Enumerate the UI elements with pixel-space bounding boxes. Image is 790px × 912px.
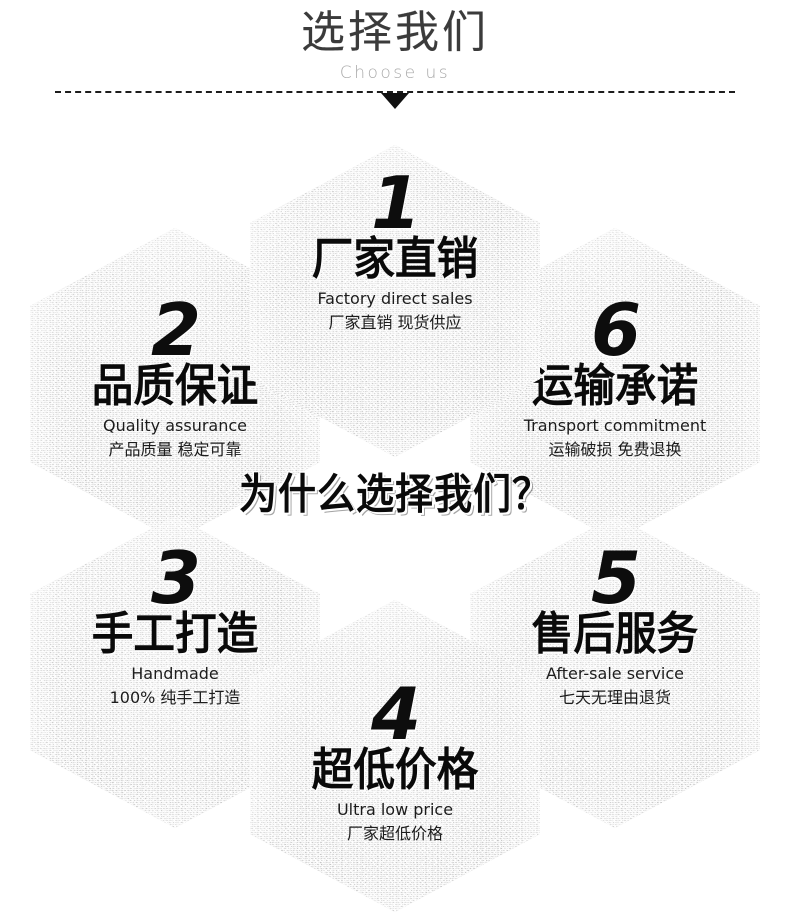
- feature-number: 5: [590, 536, 641, 620]
- feature-subtext: 100% 纯手工打造: [109, 688, 241, 707]
- feature-heading-en: Handmade: [131, 664, 219, 683]
- feature-heading-en: Quality assurance: [102, 416, 248, 435]
- feature-number: 3: [150, 536, 201, 620]
- feature-content: 3 手工打造 Handmade 100% 纯手工打造: [30, 516, 320, 828]
- feature-subtext: 七天无理由退货: [558, 688, 671, 707]
- feature-heading: 品质保证: [91, 360, 259, 413]
- feature-content: 6 运输承诺 Transport commitment 运输破损 免费退换: [470, 228, 760, 540]
- feature-heading-en: Transport commitment: [523, 416, 707, 435]
- feature-content: 2 品质保证 Quality assurance 产品质量 稳定可靠: [30, 228, 320, 540]
- feature-heading: 售后服务: [531, 608, 699, 661]
- feature-heading-en: Factory direct sales: [317, 289, 473, 308]
- feature-content: 4 超低价格 Ultra low price 厂家超低价格: [250, 600, 540, 912]
- dashed-rule-divider: [55, 91, 735, 93]
- feature-heading-en: Ultra low price: [336, 800, 454, 819]
- triangle-down-icon: [381, 93, 409, 109]
- feature-subtext: 厂家超低价格: [346, 824, 443, 843]
- feature-content: 5 售后服务 After-sale service 七天无理由退货: [470, 516, 760, 828]
- feature-number: 1: [370, 161, 421, 245]
- feature-number: 6: [590, 288, 641, 372]
- page-header: 选择我们 Choose us: [0, 0, 790, 130]
- feature-number: 4: [370, 672, 421, 756]
- hexagon-grid: 1 厂家直销 Factory direct sales 厂家直销 现货供应 2 …: [30, 145, 760, 912]
- feature-heading: 手工打造: [91, 608, 259, 661]
- feature-subtext: 产品质量 稳定可靠: [108, 440, 242, 459]
- feature-heading: 超低价格: [311, 744, 479, 797]
- page-subtitle: Choose us: [339, 63, 451, 83]
- feature-content: 1 厂家直销 Factory direct sales 厂家直销 现货供应: [250, 145, 540, 457]
- feature-subtext: 运输破损 免费退换: [548, 440, 682, 459]
- feature-number: 2: [150, 288, 201, 372]
- feature-hexagon-4[interactable]: 4 超低价格 Ultra low price 厂家超低价格: [250, 600, 540, 912]
- feature-hexagon-1[interactable]: 1 厂家直销 Factory direct sales 厂家直销 现货供应: [250, 145, 540, 457]
- center-banner-text: 为什么选择我们？: [238, 469, 551, 519]
- feature-subtext: 厂家直销 现货供应: [328, 313, 462, 332]
- feature-heading-en: After-sale service: [546, 664, 684, 683]
- page-title: 选择我们: [301, 7, 489, 58]
- feature-heading: 厂家直销: [311, 233, 479, 286]
- feature-heading: 运输承诺: [531, 360, 699, 413]
